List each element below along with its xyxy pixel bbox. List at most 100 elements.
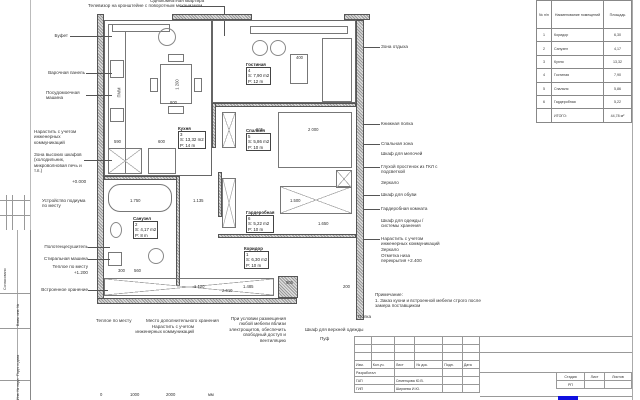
label-builtin-storage: Встроенное хранение xyxy=(41,287,88,292)
room-area: S: 5,22 m2 xyxy=(248,221,270,227)
label-hob: Варочная панель xyxy=(48,70,85,75)
washing-machine xyxy=(108,252,122,266)
wall-top-left xyxy=(97,14,104,304)
dim-800: 800 xyxy=(170,100,177,105)
toilet xyxy=(110,222,122,238)
dim-1750: 1.750 xyxy=(130,198,141,203)
dim-1500: 1.500 xyxy=(290,198,301,203)
sofa xyxy=(322,38,352,102)
scale-0: 0 xyxy=(100,392,103,397)
living-outline xyxy=(212,20,356,103)
scale-2000: 2000 xyxy=(166,392,176,397)
leader xyxy=(364,167,380,168)
coffee-table xyxy=(290,54,308,84)
room-number: 3 xyxy=(180,132,183,138)
tv-unit xyxy=(250,26,348,34)
col-header: № п/п xyxy=(536,0,552,29)
label-top-cut: Однокомнатная квартира xyxy=(150,0,205,3)
shoe-cabinet xyxy=(336,170,352,188)
label-level-0: +0.000 xyxy=(72,179,87,184)
room-area: S: 4,17 m2 xyxy=(135,227,157,233)
grid-line xyxy=(0,215,30,216)
corridor-storage xyxy=(104,278,274,296)
label-shelf: Полка xyxy=(358,314,372,319)
stamp-inv-orig: Инв. № подл. xyxy=(16,377,20,400)
room-number: 2 xyxy=(135,222,138,228)
wall-right xyxy=(356,20,364,320)
leader xyxy=(88,290,108,291)
dim-200: 200 xyxy=(343,284,350,289)
note-text: 1. Заказ кухни и встроенной мебели строг… xyxy=(375,298,481,309)
leader xyxy=(364,195,380,196)
label-warm-on-site: Теплое по месту xyxy=(52,264,89,269)
chair xyxy=(168,54,184,62)
dim-300: 300 xyxy=(118,268,125,273)
dim-1200: 1 200 xyxy=(174,79,180,90)
dim-2000: 2 000 xyxy=(308,127,319,132)
label-shoe-cabinet: Шкаф для обуви xyxy=(381,192,417,197)
note-title: Примечание: xyxy=(375,292,403,297)
label-level-1200: +1.200 xyxy=(73,270,88,275)
wardrobe-cabinet-left xyxy=(222,178,236,228)
wall-bottom xyxy=(97,298,297,304)
dim-600: 600 xyxy=(158,139,165,144)
sink xyxy=(110,108,124,122)
label-clothes-cabinet: Шкаф для одежды / системы хранения xyxy=(381,218,424,229)
tall-cabinet xyxy=(108,148,142,174)
grid-line xyxy=(24,195,25,230)
wardrobe-cabinet-right xyxy=(280,186,352,214)
dim-2610: 2.610 xyxy=(222,288,233,293)
accent-marker xyxy=(558,396,578,400)
grid-line xyxy=(6,195,7,230)
label-outerwear-cabinet: Шкаф для верхней одежды xyxy=(305,327,364,332)
washbasin xyxy=(148,248,164,264)
dim-1135: 1.135 xyxy=(193,198,204,203)
leader-tv xyxy=(180,6,224,7)
stamp-divider xyxy=(0,380,30,381)
room-name: Гардеробная xyxy=(246,210,275,215)
room-perimeter: P: 12 m xyxy=(248,78,264,84)
room-number: 1 xyxy=(246,252,249,258)
scale-1000: 1000 xyxy=(130,392,140,397)
frame-right-line xyxy=(632,0,633,400)
room-name: Спальня xyxy=(246,128,265,133)
dim-400: 400 xyxy=(296,55,303,60)
dining-table xyxy=(160,64,192,104)
room-name: Коридор xyxy=(244,246,263,251)
wall-wardrobe-bottom xyxy=(218,234,356,238)
chair xyxy=(150,78,158,92)
room-area: S: 5,86 m2 xyxy=(248,139,270,145)
leader xyxy=(364,47,380,48)
label-tv: Телевизор на кронштейне с поворотным мех… xyxy=(88,3,203,8)
kitchen-outline xyxy=(104,20,212,176)
label-electric-access: При условии размещения любой мебели вбли… xyxy=(228,316,286,343)
pouf xyxy=(252,40,268,56)
chair xyxy=(168,106,184,114)
leader xyxy=(86,73,112,74)
wall-closet xyxy=(278,276,298,298)
leader xyxy=(364,209,380,210)
wall-wardrobe-left xyxy=(218,172,222,217)
room-perimeter: P: 10 m xyxy=(248,144,264,150)
leader xyxy=(88,247,110,248)
dim-590: 590 xyxy=(114,139,121,144)
wall-top-segment-1 xyxy=(172,14,252,20)
dim-1650: 1.650 xyxy=(318,221,329,226)
label-extend-3: Нарастить с учетом инженерных коммуникац… xyxy=(135,324,194,335)
leader xyxy=(88,259,110,260)
room-number: 6 xyxy=(248,216,251,222)
stamp-divider xyxy=(0,293,30,294)
label-extra-storage: Место дополнительного хранения xyxy=(146,318,219,323)
label-extend-1: Нарастить с учетом инженерных коммуникац… xyxy=(34,129,77,145)
label-mirror-1: Зеркало xyxy=(381,180,399,185)
wall-bedroom-left xyxy=(212,103,216,148)
dim-865: 865 xyxy=(256,127,263,132)
frame-inner-line xyxy=(17,230,18,400)
col-header: Площадь xyxy=(603,0,632,29)
